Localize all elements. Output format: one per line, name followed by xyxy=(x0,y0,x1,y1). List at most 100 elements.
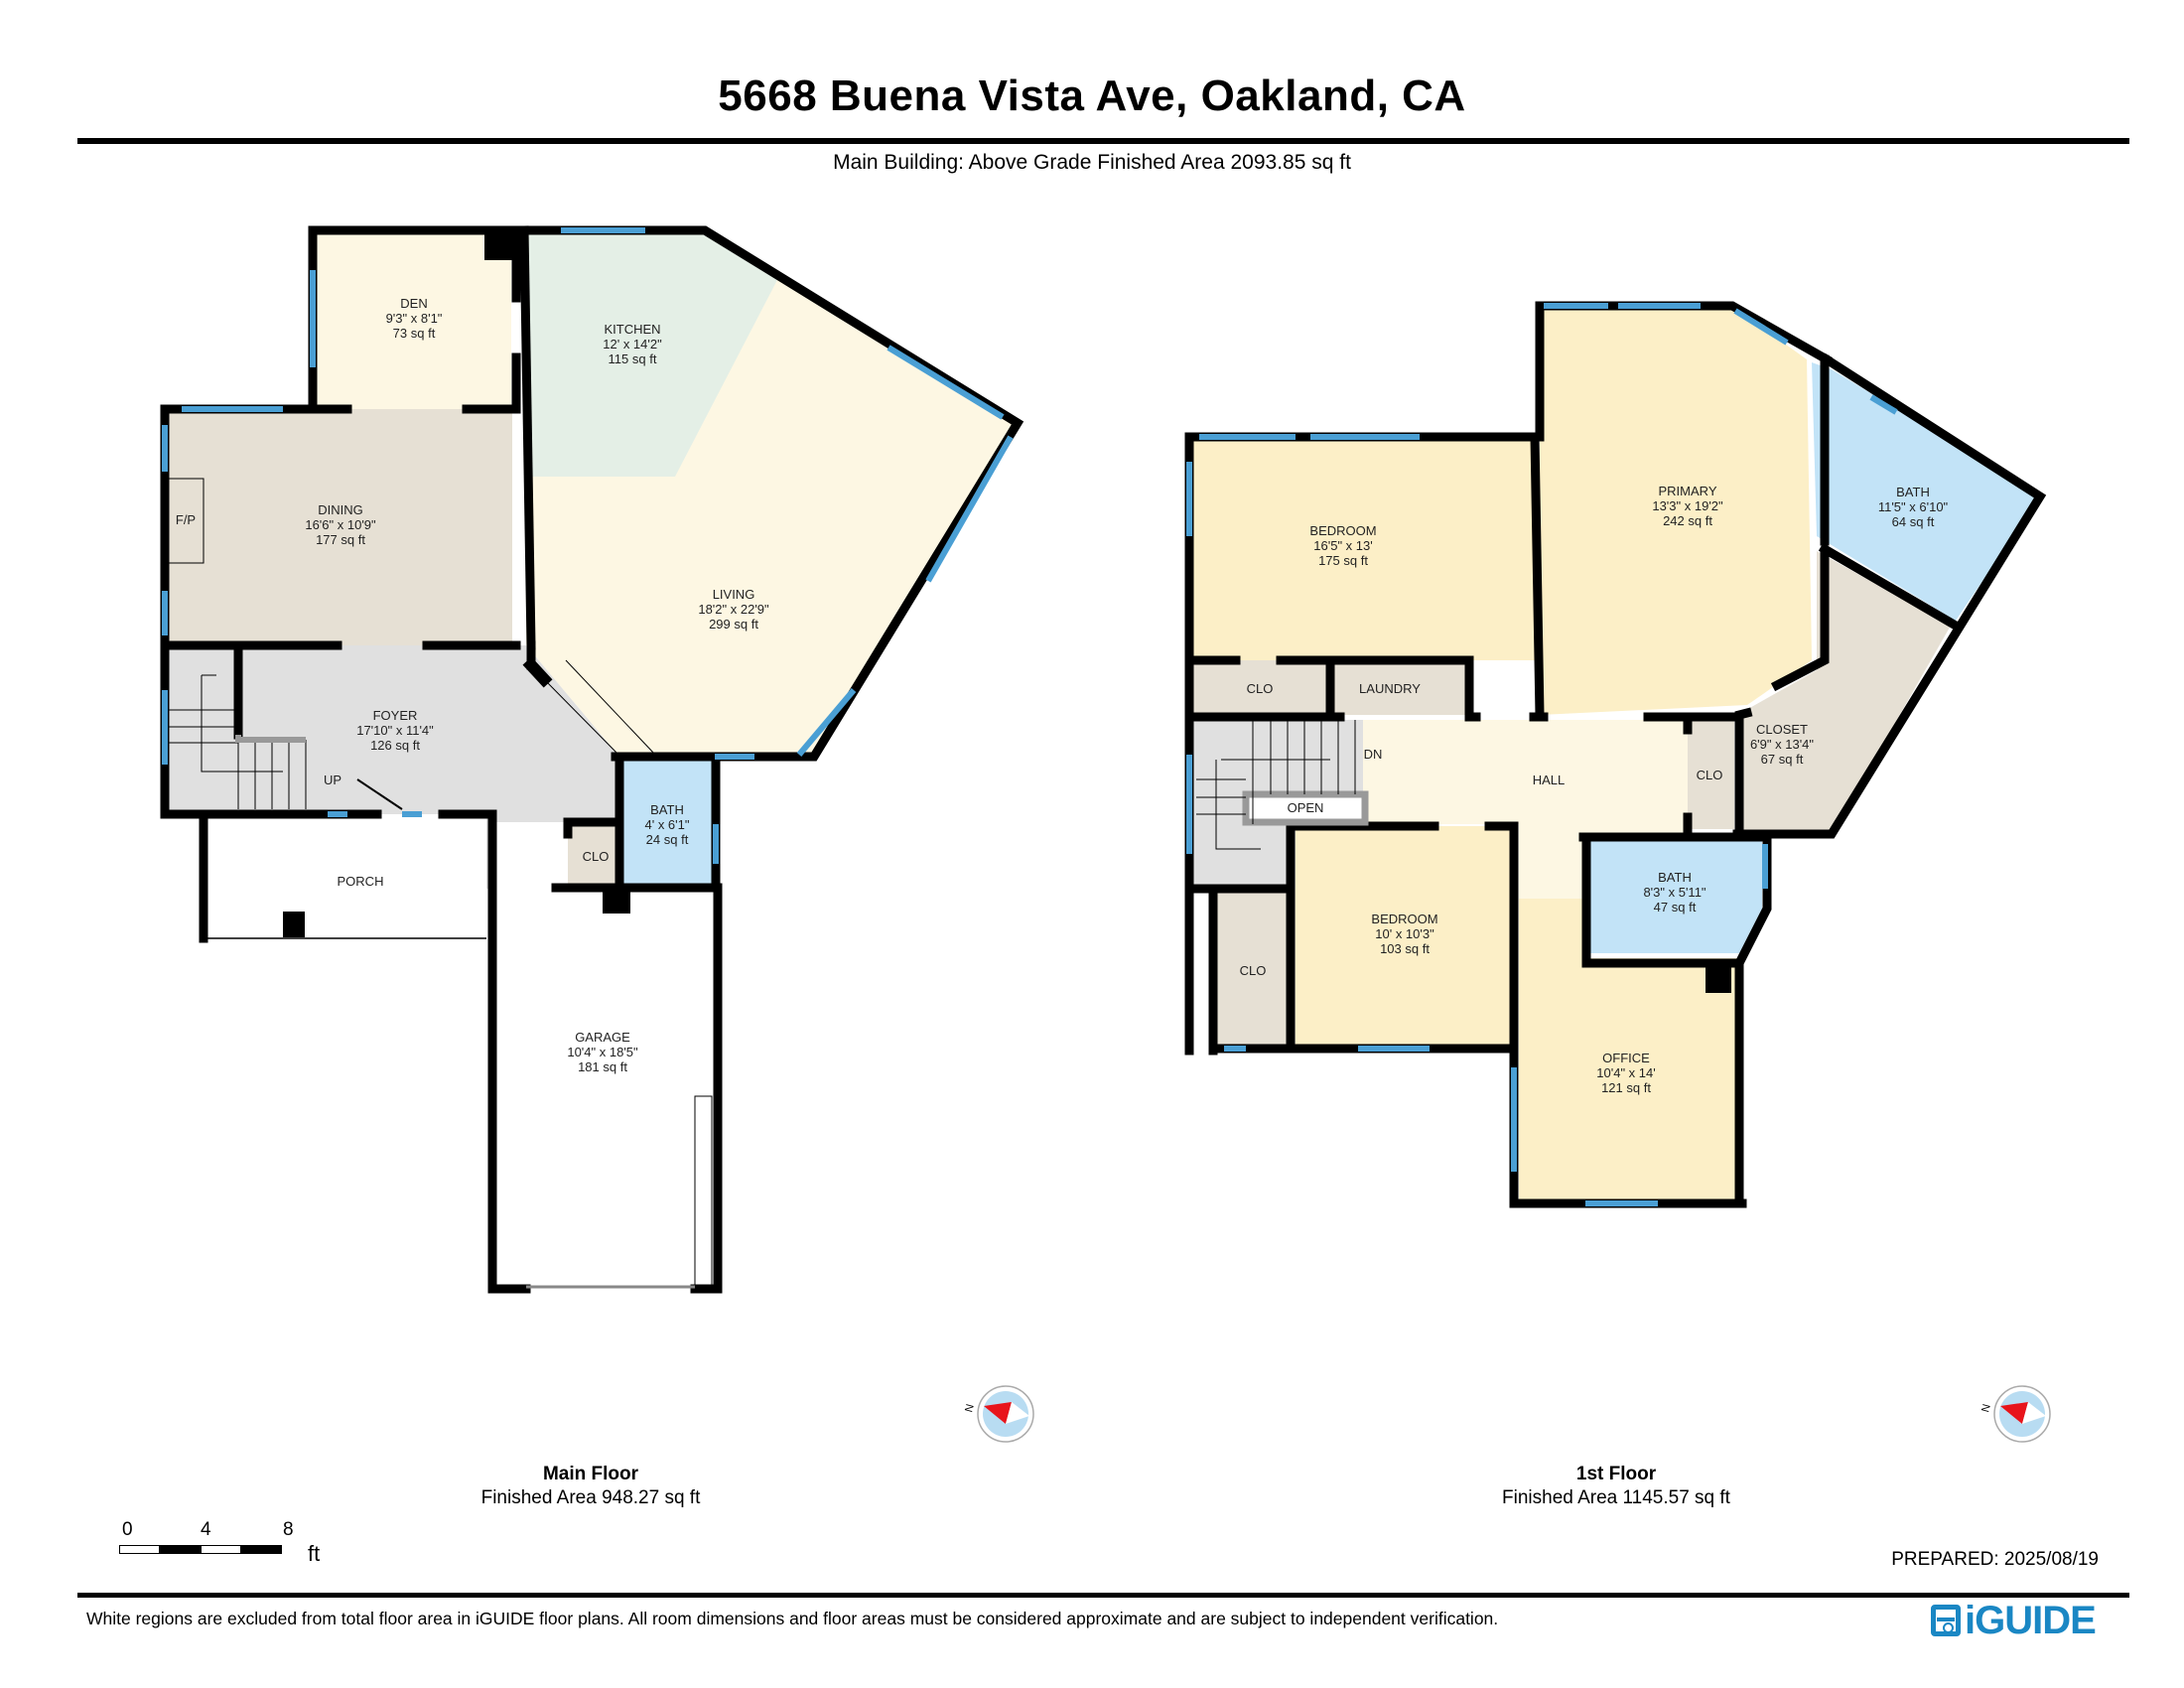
svg-text:BATH: BATH xyxy=(1658,870,1692,885)
svg-text:CLOSET: CLOSET xyxy=(1756,722,1808,737)
closet-2 xyxy=(1213,889,1296,1045)
svg-text:10'4" x 18'5": 10'4" x 18'5" xyxy=(567,1045,638,1059)
svg-text:PORCH: PORCH xyxy=(338,874,384,889)
svg-text:KITCHEN: KITCHEN xyxy=(604,322,660,337)
main-closet xyxy=(568,822,619,888)
svg-text:175 sq ft: 175 sq ft xyxy=(1318,553,1368,568)
svg-text:24 sq ft: 24 sq ft xyxy=(646,832,689,847)
hall-area xyxy=(1363,720,1688,899)
svg-text:13'3" x 19'2": 13'3" x 19'2" xyxy=(1652,498,1723,513)
porch-area xyxy=(204,816,486,938)
first-floor-area: Finished Area 1145.57 sq ft xyxy=(1502,1487,1730,1508)
svg-text:177 sq ft: 177 sq ft xyxy=(316,532,365,547)
footer-divider xyxy=(77,1593,2129,1598)
primary-room xyxy=(1540,306,1812,715)
porch-post xyxy=(283,912,305,937)
svg-text:73 sq ft: 73 sq ft xyxy=(393,326,436,341)
svg-text:BATH: BATH xyxy=(650,802,684,817)
iguide-logo-text: iGUIDE xyxy=(1965,1599,2097,1642)
kitchen-area xyxy=(524,230,778,477)
primary-bath-room xyxy=(1812,362,2040,621)
svg-text:4' x 6'1": 4' x 6'1" xyxy=(645,817,690,832)
stair-opening xyxy=(1242,790,1369,826)
bedroom-2-room xyxy=(1296,826,1512,1045)
svg-text:181 sq ft: 181 sq ft xyxy=(578,1059,627,1074)
svg-text:6'9" x 13'4": 6'9" x 13'4" xyxy=(1750,737,1814,752)
scale-tick-4: 4 xyxy=(201,1519,211,1540)
svg-text:UP: UP xyxy=(324,773,341,787)
hall-closet xyxy=(1688,720,1734,829)
page-title: 5668 Buena Vista Ave, Oakland, CA xyxy=(718,71,1466,120)
svg-text:DN: DN xyxy=(1364,747,1383,762)
garage-room xyxy=(489,889,718,1286)
svg-text:FOYER: FOYER xyxy=(373,708,418,723)
disclaimer-text: White regions are excluded from total fl… xyxy=(86,1609,1499,1628)
scale-bar: 0 4 8 ft xyxy=(119,1519,320,1566)
svg-text:17'10" x 11'4": 17'10" x 11'4" xyxy=(356,723,434,738)
svg-text:103 sq ft: 103 sq ft xyxy=(1380,941,1430,956)
svg-text:BATH: BATH xyxy=(1896,485,1930,499)
svg-text:LIVING: LIVING xyxy=(713,587,755,602)
main-bath-room xyxy=(619,757,716,888)
svg-text:18'2" x 22'9": 18'2" x 22'9" xyxy=(698,602,769,617)
svg-text:115 sq ft: 115 sq ft xyxy=(609,352,657,366)
iguide-logo-icon xyxy=(1931,1605,1961,1636)
svg-text:HALL: HALL xyxy=(1533,773,1566,787)
first-floor-plan: BEDROOM 16'5" x 13' 175 sq ft PRIMARY 13… xyxy=(1184,301,2047,1208)
chimney-block xyxy=(484,230,514,260)
foyer-room xyxy=(165,645,619,889)
svg-text:OPEN: OPEN xyxy=(1288,800,1324,815)
svg-text:242 sq ft: 242 sq ft xyxy=(1663,513,1712,528)
main-floor-area: Finished Area 948.27 sq ft xyxy=(480,1487,701,1508)
first-floor-label: 1st Floor Finished Area 1145.57 sq ft xyxy=(1418,1464,1815,1509)
column-block xyxy=(1706,963,1731,993)
svg-text:BEDROOM: BEDROOM xyxy=(1371,912,1437,926)
bedroom-1-room xyxy=(1189,437,1535,660)
svg-text:PRIMARY: PRIMARY xyxy=(1659,484,1717,498)
building-area-subtitle: Main Building: Above Grade Finished Area… xyxy=(833,151,1351,174)
svg-text:121 sq ft: 121 sq ft xyxy=(1601,1080,1651,1095)
svg-text:16'6" x 10'9": 16'6" x 10'9" xyxy=(305,517,376,532)
svg-text:126 sq ft: 126 sq ft xyxy=(370,738,420,753)
svg-text:DINING: DINING xyxy=(318,502,363,517)
svg-text:CLO: CLO xyxy=(583,849,610,864)
compass-main-floor: N xyxy=(963,1385,1034,1443)
hall-bath-room xyxy=(1586,837,1762,953)
office-room xyxy=(1519,899,1742,1203)
main-floor-name: Main Floor xyxy=(542,1464,639,1484)
svg-text:64 sq ft: 64 sq ft xyxy=(1892,514,1935,529)
svg-text:BEDROOM: BEDROOM xyxy=(1309,523,1376,538)
prepared-date: PREPARED: 2025/08/19 xyxy=(1891,1549,2099,1570)
main-floor-label: Main Floor Finished Area 948.27 sq ft xyxy=(392,1464,789,1509)
svg-text:CLO: CLO xyxy=(1240,963,1267,978)
compass-first-floor: N xyxy=(1979,1385,2051,1443)
svg-text:47 sq ft: 47 sq ft xyxy=(1654,900,1697,914)
column-block xyxy=(603,888,630,914)
svg-text:12' x 14'2": 12' x 14'2" xyxy=(603,337,662,352)
svg-text:11'5" x 6'10": 11'5" x 6'10" xyxy=(1878,499,1949,514)
svg-text:67 sq ft: 67 sq ft xyxy=(1761,752,1804,767)
svg-text:10'4" x 14': 10'4" x 14' xyxy=(1596,1065,1655,1080)
laundry-room xyxy=(1334,660,1471,715)
svg-text:F/P: F/P xyxy=(176,512,196,527)
svg-text:299 sq ft: 299 sq ft xyxy=(709,617,758,632)
svg-text:N: N xyxy=(1979,1403,1993,1414)
svg-text:9'3" x 8'1": 9'3" x 8'1" xyxy=(386,311,443,326)
first-floor-name: 1st Floor xyxy=(1575,1464,1657,1484)
svg-text:GARAGE: GARAGE xyxy=(575,1030,630,1045)
dining-room xyxy=(165,409,512,645)
svg-text:CLO: CLO xyxy=(1697,768,1723,782)
den-room xyxy=(313,230,511,409)
scale-unit: ft xyxy=(308,1541,321,1566)
svg-text:N: N xyxy=(963,1403,977,1414)
scale-tick-0: 0 xyxy=(122,1519,133,1540)
svg-text:10' x 10'3": 10' x 10'3" xyxy=(1375,926,1434,941)
closet-1 xyxy=(1189,660,1326,715)
svg-text:8'3" x 5'11": 8'3" x 5'11" xyxy=(1643,885,1706,900)
title-divider xyxy=(77,138,2129,144)
svg-text:DEN: DEN xyxy=(400,296,427,311)
walk-in-closet-room xyxy=(1737,551,1951,834)
svg-text:OFFICE: OFFICE xyxy=(1602,1051,1650,1065)
main-floor-plan: DEN 9'3" x 8'1" 73 sq ft KITCHEN 12' x 1… xyxy=(160,225,1024,1294)
